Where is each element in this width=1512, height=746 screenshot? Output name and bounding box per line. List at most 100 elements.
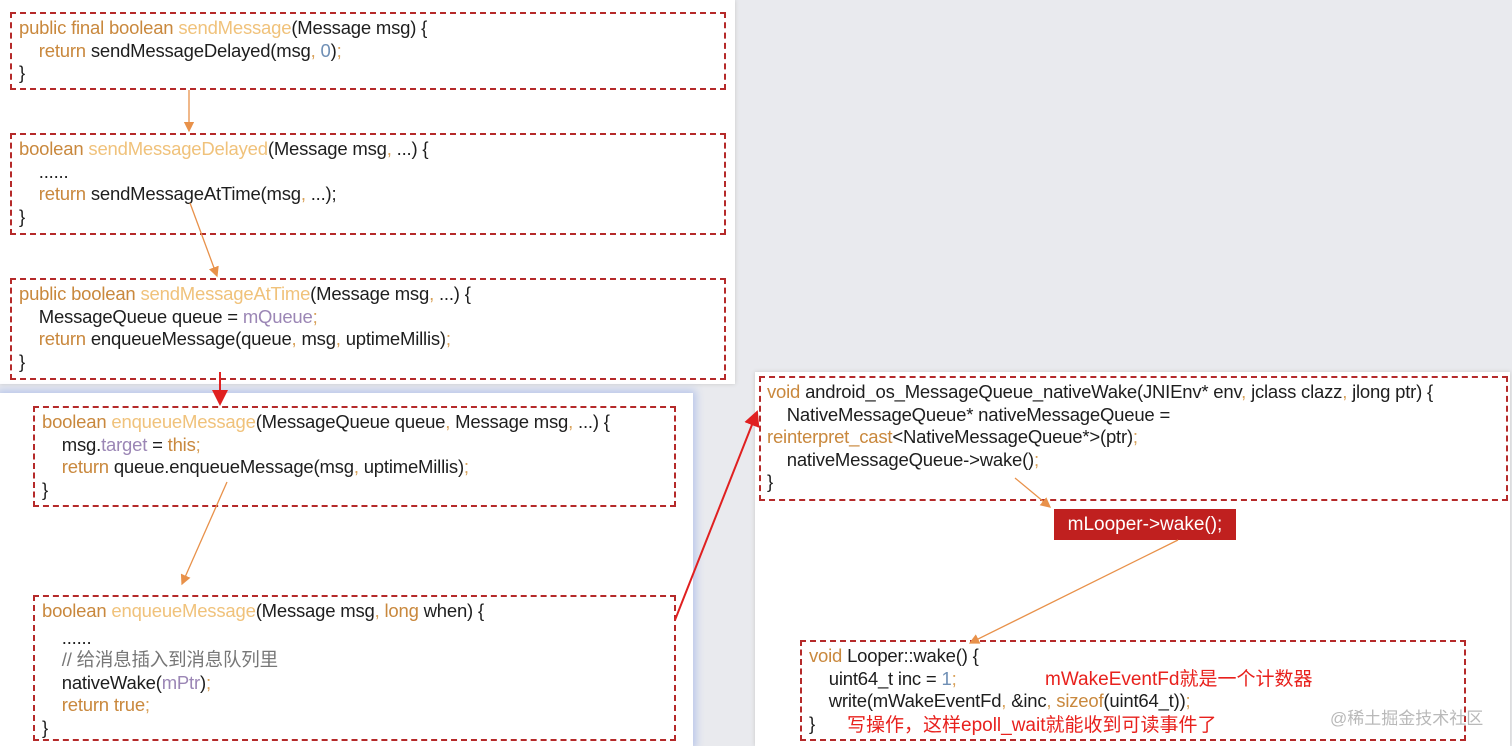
- code-token: this: [167, 433, 196, 455]
- code-token: }: [19, 205, 25, 227]
- code-line: }: [19, 351, 724, 374]
- code-token: ...);: [310, 183, 337, 204]
- code-token: ): [199, 671, 206, 693]
- code-token: void: [809, 645, 848, 666]
- code-token: return: [38, 328, 91, 349]
- code-line: NativeMessageQueue* nativeMessageQueue =: [767, 404, 1506, 427]
- code-token: [42, 694, 62, 715]
- code-token: ,: [1001, 690, 1012, 711]
- code-line: // 给消息插入到消息队列里: [42, 649, 674, 672]
- enqueue-panel: [0, 393, 693, 746]
- code-token: 0: [320, 39, 331, 61]
- code-line: return true;: [42, 694, 674, 717]
- code-token: ;: [144, 694, 150, 715]
- code-token: msg: [301, 328, 336, 349]
- code-token: ,: [429, 283, 439, 304]
- code-line: reinterpret_cast<NativeMessageQueue*>(pt…: [767, 426, 1506, 449]
- queue-enqueue-message-block: boolean enqueueMessage(Message msg, long…: [33, 595, 676, 741]
- code-line: void android_os_MessageQueue_nativeWake(…: [767, 381, 1506, 404]
- code-token: (Message msg: [267, 138, 387, 159]
- code-line: return enqueueMessage(queue, msg, uptime…: [19, 328, 724, 351]
- code-token: [19, 183, 39, 204]
- code-line: ......: [19, 161, 724, 184]
- code-token: jclass clazz: [1251, 381, 1343, 402]
- code-line: }: [42, 717, 674, 740]
- code-token: return: [38, 183, 91, 204]
- code-token: (Message msg: [310, 283, 430, 304]
- code-token: ;: [1132, 426, 1138, 447]
- code-token: ;: [951, 667, 957, 689]
- code-token: ......: [19, 160, 69, 182]
- code-token: boolean: [42, 411, 112, 432]
- code-token: <NativeMessageQueue*>(ptr): [892, 426, 1133, 447]
- code-token: (uint64_t)): [1103, 690, 1186, 711]
- code-token: [42, 456, 62, 477]
- code-token: ,: [291, 328, 302, 349]
- code-line: }: [42, 479, 674, 502]
- code-token: }: [19, 62, 25, 83]
- code-token: enqueueMessage(queue: [90, 328, 292, 349]
- code-token: }: [767, 471, 773, 492]
- code-line: write(mWakeEventFd, &inc, sizeof(uint64_…: [809, 690, 1464, 713]
- code-line: MessageQueue queue = mQueue;: [19, 306, 724, 329]
- code-token: MessageQueue queue =: [19, 305, 243, 327]
- code-token: target: [101, 433, 148, 455]
- code-token: android_os_MessageQueue_nativeWake(JNIEn…: [805, 381, 1242, 402]
- code-token: ,: [386, 138, 397, 159]
- code-token: }: [42, 478, 48, 500]
- code-token: [19, 328, 39, 349]
- code-token: ,: [1046, 690, 1057, 711]
- code-token: [19, 40, 39, 61]
- code-token: Message msg: [455, 411, 569, 432]
- code-token: ,: [300, 183, 311, 204]
- code-line: return sendMessageAtTime(msg, ...);: [19, 183, 724, 206]
- code-line: return sendMessageDelayed(msg, 0);: [19, 40, 724, 63]
- code-token: nativeMessageQueue->wake(): [767, 448, 1035, 470]
- mlooper-wake-label: mLooper->wake();: [1054, 509, 1236, 540]
- code-token: public boolean: [19, 283, 141, 304]
- code-token: }: [19, 350, 25, 372]
- code-token: nativeWake(: [42, 671, 162, 693]
- code-token: jlong ptr) {: [1352, 381, 1434, 402]
- code-token: (Message msg: [255, 600, 375, 621]
- code-token: sendMessageDelayed: [88, 138, 268, 159]
- code-line: }: [767, 471, 1506, 494]
- code-line: msg.target = this;: [42, 434, 674, 457]
- code-token: enqueueMessage: [111, 600, 256, 621]
- code-line: return queue.enqueueMessage(msg, uptimeM…: [42, 456, 674, 479]
- code-token: ...) {: [578, 411, 610, 432]
- code-line: public final boolean sendMessage(Message…: [19, 17, 724, 40]
- code-line: boolean sendMessageDelayed(Message msg, …: [19, 138, 724, 161]
- code-token: queue.enqueueMessage(msg: [113, 456, 354, 477]
- code-token: return: [61, 456, 114, 477]
- code-token: ;: [445, 328, 451, 349]
- code-token: msg.: [42, 433, 102, 455]
- code-token: ...) {: [396, 138, 429, 159]
- code-token: sendMessage: [178, 17, 292, 38]
- code-line: ......: [42, 627, 674, 650]
- code-token: uint64_t inc =: [809, 667, 942, 689]
- code-token: 1: [941, 667, 952, 689]
- code-line: void Looper::wake() {: [809, 645, 1464, 668]
- send-message-delayed-block: boolean sendMessageDelayed(Message msg, …: [10, 133, 726, 235]
- code-token: long: [384, 600, 424, 621]
- code-token: ,: [353, 456, 364, 477]
- java-handler-panel: [0, 0, 735, 384]
- code-token: NativeMessageQueue* nativeMessageQueue =: [767, 403, 1171, 425]
- code-line: }: [809, 713, 1464, 736]
- code-token: ;: [463, 456, 469, 477]
- code-token: ;: [195, 433, 201, 455]
- native-wake-block: void android_os_MessageQueue_nativeWake(…: [759, 376, 1508, 501]
- code-token: return: [38, 39, 91, 61]
- code-token: sendMessageAtTime: [140, 283, 311, 304]
- code-token: void: [767, 381, 806, 402]
- code-token: sendMessageAtTime(msg: [90, 183, 301, 204]
- code-token: ,: [1342, 381, 1353, 402]
- send-message-at-time-block: public boolean sendMessageAtTime(Message…: [10, 278, 726, 380]
- code-token: ...) {: [438, 283, 471, 304]
- code-token: (MessageQueue queue: [255, 411, 446, 432]
- code-line: }: [19, 206, 724, 229]
- code-token: return true: [61, 694, 145, 715]
- code-line: public boolean sendMessageAtTime(Message…: [19, 283, 724, 306]
- code-token: uptimeMillis): [345, 328, 446, 349]
